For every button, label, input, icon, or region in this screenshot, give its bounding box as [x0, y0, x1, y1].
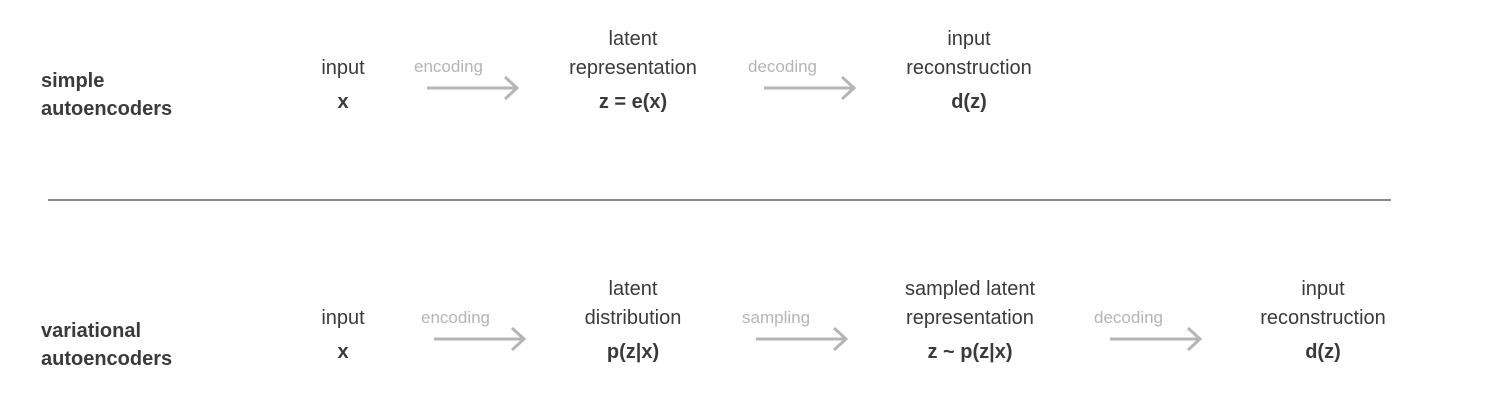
node-formula: d(z): [1305, 341, 1341, 363]
op-label-decoding: decoding: [748, 57, 818, 76]
node-title-line-2: reconstruction: [906, 57, 1032, 79]
node-latent-representation: latent representation z = e(x): [569, 25, 697, 116]
node-title-line-1: latent: [608, 278, 658, 300]
node-title-line-2: representation: [906, 307, 1034, 329]
arrow-right-icon: [764, 75, 857, 101]
node-latent-distribution: latent distribution p(z|x): [585, 275, 682, 366]
node-formula: z ~ p(z|x): [927, 341, 1013, 363]
node-input: input x: [321, 304, 364, 366]
row-label-line-1: variational: [41, 320, 142, 342]
node-formula: x: [337, 91, 349, 113]
node-title-line-1: input: [1301, 278, 1345, 300]
arrow-right-icon: [756, 326, 849, 352]
node-title: input: [321, 307, 365, 329]
node-title-line-1: latent: [608, 28, 658, 50]
row-label-line-2: autoencoders: [41, 348, 173, 370]
node-title-line-2: representation: [569, 57, 697, 79]
node-sampled-latent-representation: sampled latent representation z ~ p(z|x): [905, 275, 1035, 366]
section-divider: [48, 199, 1391, 201]
op-label-sampling: sampling: [742, 308, 811, 327]
node-title-line-2: distribution: [584, 307, 682, 329]
node-input-reconstruction: input reconstruction d(z): [906, 25, 1032, 116]
arrow-right-icon: [1110, 326, 1203, 352]
node-input-reconstruction: input reconstruction d(z): [1260, 275, 1386, 366]
node-formula: z = e(x): [598, 91, 668, 113]
row-label-simple-autoencoders: simple autoencoders: [41, 67, 172, 123]
node-title-line-1: sampled latent: [904, 278, 1036, 300]
row-label-line-1: simple: [41, 70, 105, 92]
op-label-encoding: encoding: [421, 308, 491, 327]
node-formula: x: [337, 341, 349, 363]
node-input: input x: [321, 54, 364, 116]
op-label-encoding: encoding: [414, 57, 484, 76]
node-title-line-1: input: [947, 28, 991, 50]
node-title: input: [321, 57, 365, 79]
arrow-right-icon: [434, 326, 527, 352]
op-label-decoding: decoding: [1094, 308, 1164, 327]
node-formula: d(z): [951, 91, 987, 113]
row-label-variational-autoencoders: variational autoencoders: [41, 317, 172, 373]
arrow-right-icon: [427, 75, 520, 101]
node-formula: p(z|x): [606, 341, 660, 363]
node-title-line-2: reconstruction: [1260, 307, 1386, 329]
row-label-line-2: autoencoders: [41, 98, 173, 120]
